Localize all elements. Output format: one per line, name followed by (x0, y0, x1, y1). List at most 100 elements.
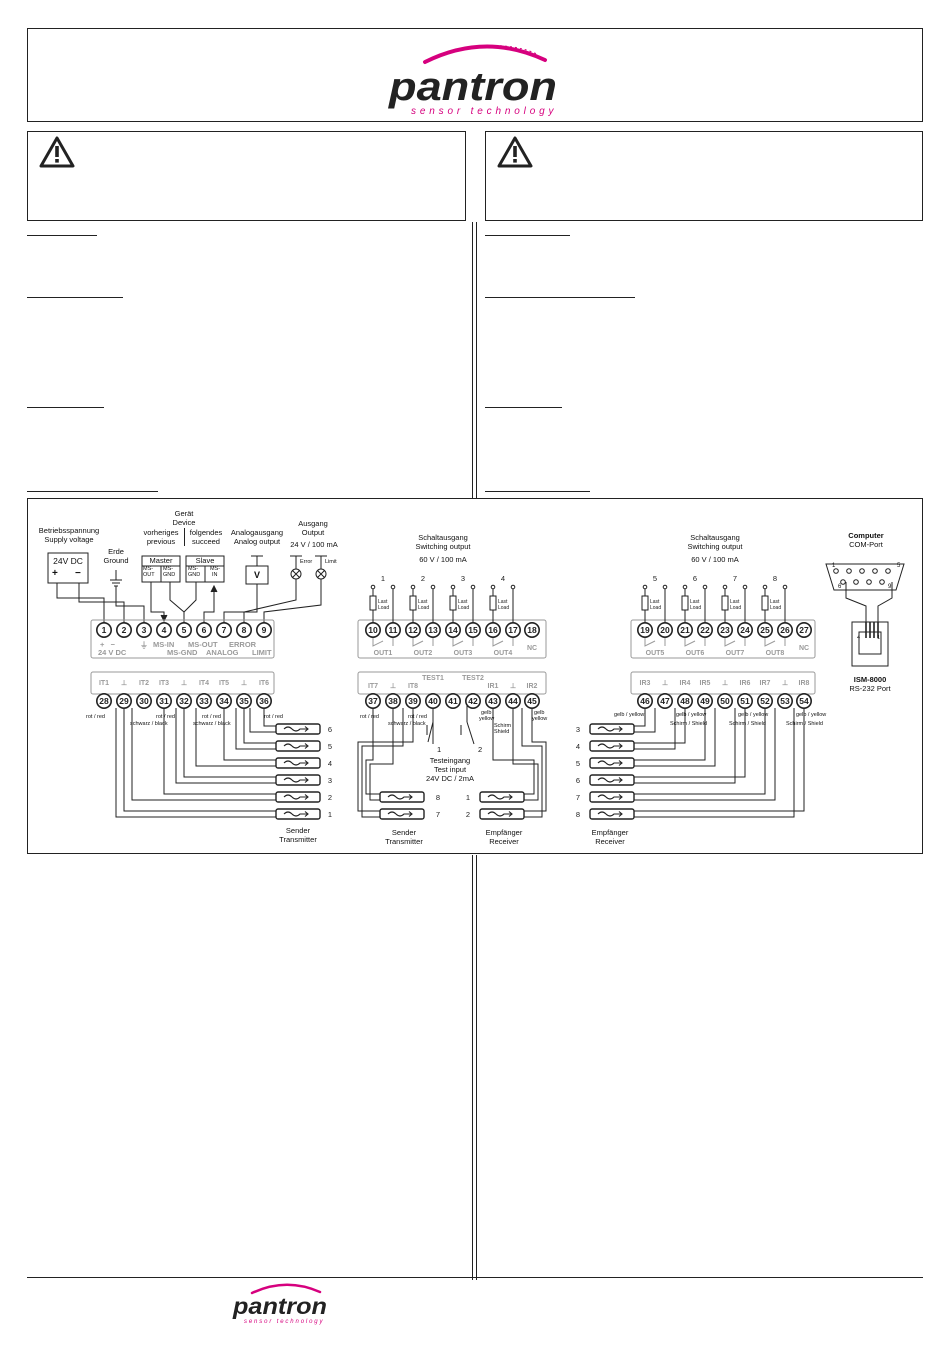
test-switch-2: 2 (478, 745, 483, 754)
warning-box-right (485, 131, 923, 221)
wire-label-gelb: gelb (534, 710, 545, 716)
wire (634, 708, 646, 727)
terminal-41 (444, 692, 461, 709)
load-label-b: Load (650, 605, 661, 611)
terminal-50-label: 50 (720, 696, 730, 706)
terminal-7-label: 7 (222, 625, 227, 635)
terminal-50 (716, 692, 733, 709)
block3-nc: NC (799, 645, 809, 652)
receiver-number-b1: 4 (576, 742, 580, 751)
transmitter-number-3: 3 (328, 776, 332, 785)
master-b1: MS- (163, 566, 174, 572)
terminal-47 (656, 692, 673, 709)
terminal-label-0: IR3 (640, 680, 651, 687)
terminal-27 (795, 621, 812, 638)
terminal-dot (742, 584, 748, 590)
terminal-dot (782, 584, 788, 590)
terminal-30-label: 30 (139, 696, 149, 706)
section-rule (485, 297, 635, 298)
footer-logo-tagline: sensor technology (244, 1319, 324, 1325)
load-label-a: Last (418, 599, 428, 605)
terminal-53-label: 53 (780, 696, 790, 706)
block2-out-1: OUT2 (414, 650, 433, 657)
terminal-30 (136, 692, 153, 709)
db9-pin6: 6 (838, 584, 842, 590)
receiver-caption-en: Receiver (489, 837, 519, 846)
supply-label-en: Supply voltage (44, 535, 94, 544)
wire (634, 708, 656, 733)
wire (263, 708, 276, 727)
section-rule (27, 297, 123, 298)
terminal-dot (702, 584, 708, 590)
terminal-7 (216, 621, 233, 638)
transmitter-number-b0: 8 (436, 793, 440, 802)
terminal-label-1: ⊥ (121, 679, 127, 687)
wire (634, 708, 766, 795)
wire (123, 708, 276, 812)
terminal-11-label: 11 (389, 625, 398, 635)
error-lamp-label: Error (300, 559, 313, 565)
transmitter-number-5: 1 (328, 810, 332, 819)
terminal-16-label: 16 (488, 625, 498, 635)
receiver-number-b3: 6 (576, 776, 580, 785)
terminal-22-label: 22 (700, 625, 710, 635)
terminal-2-label: 2 (122, 625, 127, 635)
block1-limit: LIMIT (252, 648, 272, 657)
logo-wordmark: pantron (388, 65, 557, 109)
terminal-label-8: IR8 (799, 680, 810, 687)
terminal-27-label: 27 (799, 625, 809, 635)
terminal-dot (490, 584, 496, 590)
computer-port: COM-Port (849, 540, 883, 549)
terminal-49-label: 49 (700, 696, 710, 706)
terminal-28 (96, 692, 113, 709)
terminal-45-label: 45 (527, 696, 537, 706)
wire-label-yellow: gelb / yellow (676, 712, 707, 718)
block3-out-1: OUT6 (686, 650, 705, 657)
sensor-arrow-icon (487, 811, 513, 817)
sensor-arrow-icon (283, 777, 309, 783)
load-label-b: Load (730, 605, 741, 611)
terminal-20-label: 20 (660, 625, 670, 635)
load-label-b: Load (770, 605, 781, 611)
device-next-de: folgendes (189, 528, 223, 537)
sensor-arrow-icon (283, 760, 309, 766)
computer-title: Computer (848, 531, 884, 540)
load-label-b: Load (418, 605, 429, 611)
wire-label-shield: Schirm / Shield (729, 721, 766, 727)
slave-b2: IN (212, 572, 218, 578)
block3-out-0: OUT5 (646, 650, 665, 657)
transmitter-6 (275, 723, 321, 735)
wire-label-gelb: gelb (481, 710, 492, 716)
transmitter-number-b1: 7 (436, 810, 440, 819)
wire (634, 708, 795, 818)
terminal-40 (424, 692, 441, 709)
block1-24vdc: 24 V DC (98, 648, 127, 657)
sender-caption-de: Sender (285, 826, 311, 835)
terminal-42 (464, 692, 481, 709)
terminal-25-label: 25 (760, 625, 770, 635)
terminal-40-label: 40 (428, 696, 438, 706)
sensor-arrow-icon (597, 794, 623, 800)
load-label-a: Last (498, 599, 508, 605)
terminal-46-label: 46 (640, 696, 650, 706)
sender-caption-en: Transmitter (279, 835, 317, 844)
terminal-37-label: 37 (368, 696, 378, 706)
wire-label-red: rot / red (408, 714, 427, 720)
block2-nc: NC (527, 645, 537, 652)
wire-label-yellow: gelb / yellow (738, 712, 769, 718)
terminal-4-label: 4 (162, 625, 167, 635)
load-label-b: Load (378, 605, 389, 611)
slave-title: Slave (195, 556, 215, 565)
computer-model: ISM-8000 (853, 675, 887, 684)
sensor-arrow-icon (283, 811, 309, 817)
terminal-label-2: IT2 (139, 680, 149, 687)
contact-icon (372, 638, 394, 647)
output-label-en: Output (301, 528, 325, 537)
terminal-48-label: 48 (680, 696, 690, 706)
wire (512, 708, 539, 801)
block2-heading-de: Schaltausgang (418, 533, 468, 542)
company-logo: pantron sensor technology (388, 44, 557, 117)
db9-pin (879, 579, 885, 585)
terminal-label-3: IT3 (159, 680, 169, 687)
receiver-5 (589, 757, 635, 769)
